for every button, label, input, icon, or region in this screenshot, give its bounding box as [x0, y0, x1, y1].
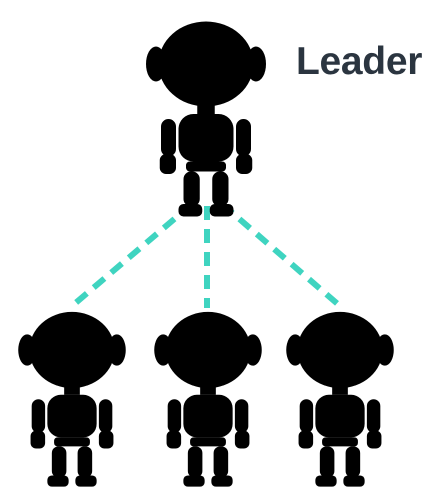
- follower-robot-icon: [18, 311, 126, 487]
- follower-robot-icon: [154, 311, 262, 487]
- connectors: [70, 201, 342, 309]
- leader-robot-icon: [146, 21, 266, 217]
- follower-robot-icon: [286, 311, 394, 487]
- leader-label: Leader: [296, 40, 423, 83]
- connector-right: [220, 201, 342, 309]
- connector-left: [70, 201, 194, 309]
